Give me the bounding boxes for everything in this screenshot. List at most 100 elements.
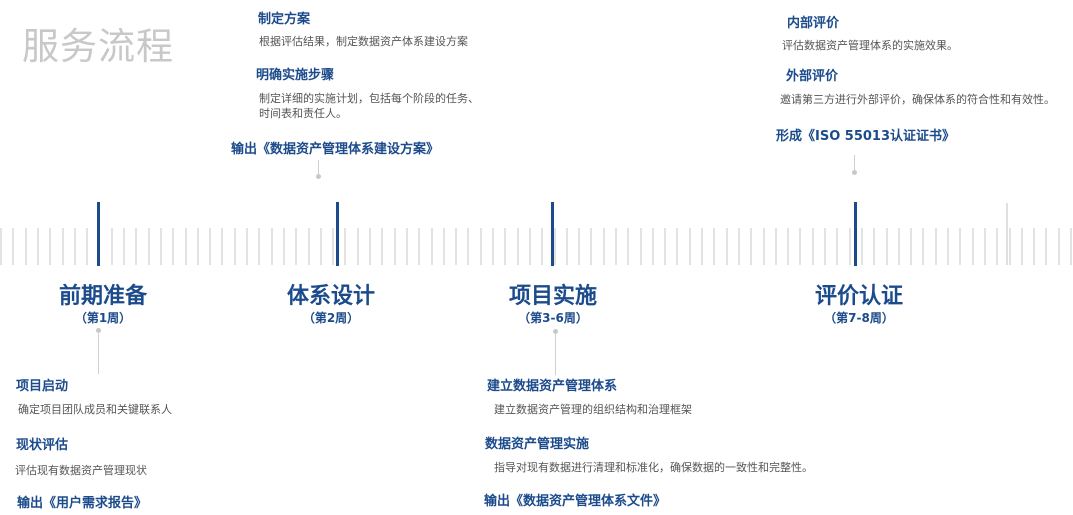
- ruler-tick: [676, 228, 678, 265]
- ruler-tick: [0, 228, 2, 265]
- ruler-tick: [529, 228, 531, 265]
- ruler-tick: [135, 228, 137, 265]
- phase-2-item-2-desc-line2: 时间表和责任人。: [259, 107, 347, 120]
- phase-4-item-1-title: 内部评价: [787, 16, 840, 31]
- ruler-tick: [25, 228, 27, 265]
- ruler-tick: [947, 228, 949, 265]
- ruler-tick: [554, 228, 556, 265]
- phase-4-name: 评价认证: [814, 284, 903, 309]
- ruler-tick: [578, 228, 580, 265]
- ruler-tick: [221, 228, 223, 265]
- phase-4-item-2-title: 外部评价: [786, 69, 839, 84]
- connector-dot-4: [852, 170, 857, 175]
- phase-3-output: 输出《数据资产管理体系文件》: [484, 494, 667, 509]
- ruler-tick: [935, 228, 937, 265]
- ruler-tick: [836, 228, 838, 265]
- phase-2-item-2-title: 明确实施步骤: [256, 68, 335, 83]
- ruler-tick: [394, 228, 396, 265]
- ruler-tick: [787, 228, 789, 265]
- ruler-tick: [12, 228, 14, 265]
- ruler-tick: [886, 228, 888, 265]
- ruler-tick: [320, 228, 322, 265]
- ruler-tick: [492, 228, 494, 265]
- ruler-tick: [640, 228, 642, 265]
- ruler-tick: [431, 228, 433, 265]
- ruler-tick: [922, 228, 924, 265]
- ruler-tick: [517, 228, 519, 265]
- ruler-tick: [775, 228, 777, 265]
- ruler-tick: [381, 228, 383, 265]
- ruler-tick: [37, 228, 39, 265]
- ruler-tick: [148, 228, 150, 265]
- phase-3-item-1-desc: 建立数据资产管理的组织结构和治理框架: [494, 403, 692, 416]
- page-title: 服务流程: [22, 25, 174, 68]
- phase-4-output: 形成《ISO 55013认证证书》: [776, 129, 956, 144]
- ruler-tick: [541, 228, 543, 265]
- ruler-tick: [713, 228, 715, 265]
- ruler-tick: [590, 228, 592, 265]
- ruler-tick: [357, 228, 359, 265]
- ruler-tick: [344, 228, 346, 265]
- ruler-tick: [467, 228, 469, 265]
- ruler-tick: [1070, 228, 1072, 265]
- ruler-tick: [160, 228, 162, 265]
- ruler-tick: [283, 228, 285, 265]
- ruler-tick: [185, 228, 187, 265]
- ruler-tick: [197, 228, 199, 265]
- phase-2-label: 体系设计 （第2周）: [231, 284, 431, 326]
- ruler-tick: [738, 228, 740, 265]
- ruler-tick: [406, 228, 408, 265]
- phase-4-item-2-desc: 邀请第三方进行外部评价，确保体系的符合性和有效性。: [780, 93, 1055, 106]
- ruler-tick: [1045, 228, 1047, 265]
- ruler-tick: [750, 228, 752, 265]
- ruler-tick: [172, 228, 174, 265]
- ruler-tick: [959, 228, 961, 265]
- ruler-tick: [1033, 228, 1035, 265]
- connector-line-4: [854, 155, 855, 171]
- phase-1-item-2-desc: 评估现有数据资产管理现状: [15, 464, 147, 477]
- ruler-tick: [62, 228, 64, 265]
- connector-line-1: [98, 332, 99, 374]
- ruler-tick: [652, 228, 654, 265]
- ruler-tick: [209, 228, 211, 265]
- phase-1-name: 前期准备: [58, 284, 147, 309]
- phase-1-label: 前期准备 （第1周）: [3, 284, 203, 326]
- ruler-tick: [849, 228, 851, 265]
- ruler-tick: [664, 228, 666, 265]
- ruler-tick: [603, 228, 605, 265]
- ruler-tick: [701, 228, 703, 265]
- phase-4-week: （第7-8周）: [824, 311, 894, 325]
- ruler-tick: [49, 228, 51, 265]
- phase-3-item-2-desc: 指导对现有数据进行清理和标准化，确保数据的一致性和完整性。: [494, 461, 813, 474]
- milestone-marker-2: [336, 202, 339, 266]
- ruler-tick: [258, 228, 260, 265]
- phase-3-item-1-title: 建立数据资产管理体系: [487, 379, 618, 394]
- ruler-tick: [861, 228, 863, 265]
- ruler-tick: [504, 228, 506, 265]
- ruler-tick: [1009, 228, 1011, 265]
- phase-4-item-1-desc: 评估数据资产管理体系的实施效果。: [782, 39, 958, 52]
- ruler-tick: [369, 228, 371, 265]
- ruler-tick: [295, 228, 297, 265]
- ruler-tick: [271, 228, 273, 265]
- ruler-tick: [824, 228, 826, 265]
- ruler-tick: [111, 228, 113, 265]
- connector-dot-2: [316, 174, 321, 179]
- phase-3-name: 项目实施: [508, 284, 597, 309]
- ruler-tick: [799, 228, 801, 265]
- ruler-tick: [996, 228, 998, 265]
- phase-2-week: （第2周）: [302, 311, 360, 325]
- phase-2-item-1-desc: 根据评估结果，制定数据资产体系建设方案: [259, 35, 468, 48]
- ruler-tick: [910, 228, 912, 265]
- ruler-tick: [1021, 228, 1023, 265]
- connector-dot-3: [553, 329, 558, 334]
- ruler-tick: [627, 228, 629, 265]
- ruler-tick: [418, 228, 420, 265]
- ruler-tick: [898, 228, 900, 265]
- phase-2-item-1-title: 制定方案: [258, 12, 311, 27]
- ruler-tick: [123, 228, 125, 265]
- phase-3-week: （第3-6周）: [518, 311, 588, 325]
- phase-1-item-1-title: 项目启动: [16, 379, 69, 394]
- phase-2-output: 输出《数据资产管理体系建设方案》: [231, 142, 440, 157]
- ruler-tick: [566, 228, 568, 265]
